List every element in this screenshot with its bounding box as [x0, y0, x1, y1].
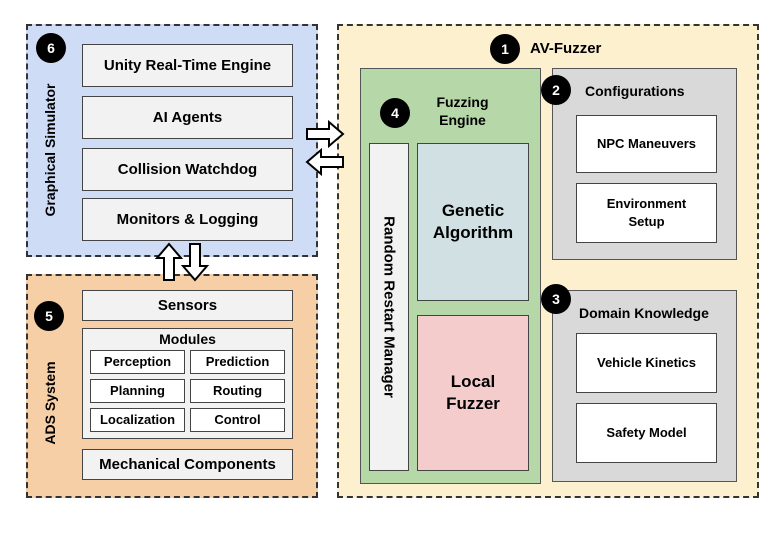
arrow-down-to-ads: [180, 243, 210, 282]
monitors-logging-box: Monitors & Logging: [82, 198, 293, 241]
safety-model-box: Safety Model: [576, 403, 717, 463]
badge-5: 5: [34, 301, 64, 331]
arrow-to-simulator: [305, 147, 344, 177]
badge-2: 2: [541, 75, 571, 105]
fuzzing-engine-title: Fuzzing Engine: [415, 93, 510, 129]
genetic-line2: Algorithm: [432, 223, 514, 242]
av-fuzzer-title: AV-Fuzzer: [530, 40, 602, 57]
fuzzing-engine-title-line2: Engine: [439, 112, 486, 128]
vehicle-kinetics-box: Vehicle Kinetics: [576, 333, 717, 393]
domain-knowledge-title: Domain Knowledge: [579, 305, 709, 321]
module-localization: Localization: [90, 408, 185, 432]
local-line1: Local: [450, 372, 496, 391]
modules-title: Modules: [159, 331, 216, 347]
arrow-up-to-simulator: [154, 242, 184, 281]
ai-agents-box: AI Agents: [82, 96, 293, 139]
genetic-line1: Genetic: [441, 201, 505, 220]
genetic-algorithm-box: Genetic Algorithm: [417, 143, 529, 301]
module-planning: Planning: [90, 379, 185, 403]
mechanical-components-box: Mechanical Components: [82, 449, 293, 480]
module-control: Control: [190, 408, 285, 432]
local-line2: Fuzzer: [446, 394, 500, 413]
badge-6: 6: [36, 33, 66, 63]
collision-watchdog-box: Collision Watchdog: [82, 148, 293, 191]
module-prediction: Prediction: [190, 350, 285, 374]
local-fuzzer-box: Local Fuzzer: [417, 315, 529, 471]
badge-4: 4: [380, 98, 410, 128]
unity-engine-box: Unity Real-Time Engine: [82, 44, 293, 87]
badge-3: 3: [541, 284, 571, 314]
arrow-to-fuzzer: [306, 119, 345, 149]
configurations-title: Configurations: [585, 83, 685, 99]
random-restart-manager-box: [369, 143, 409, 471]
fuzzing-engine-title-line1: Fuzzing: [436, 94, 489, 110]
sensors-box: Sensors: [82, 290, 293, 321]
environment-line1: Environment: [606, 196, 687, 211]
module-routing: Routing: [190, 379, 285, 403]
environment-setup-box: Environment Setup: [576, 183, 717, 243]
environment-line2: Setup: [628, 214, 665, 229]
module-perception: Perception: [90, 350, 185, 374]
badge-1: 1: [490, 34, 520, 64]
npc-maneuvers-box: NPC Maneuvers: [576, 115, 717, 173]
